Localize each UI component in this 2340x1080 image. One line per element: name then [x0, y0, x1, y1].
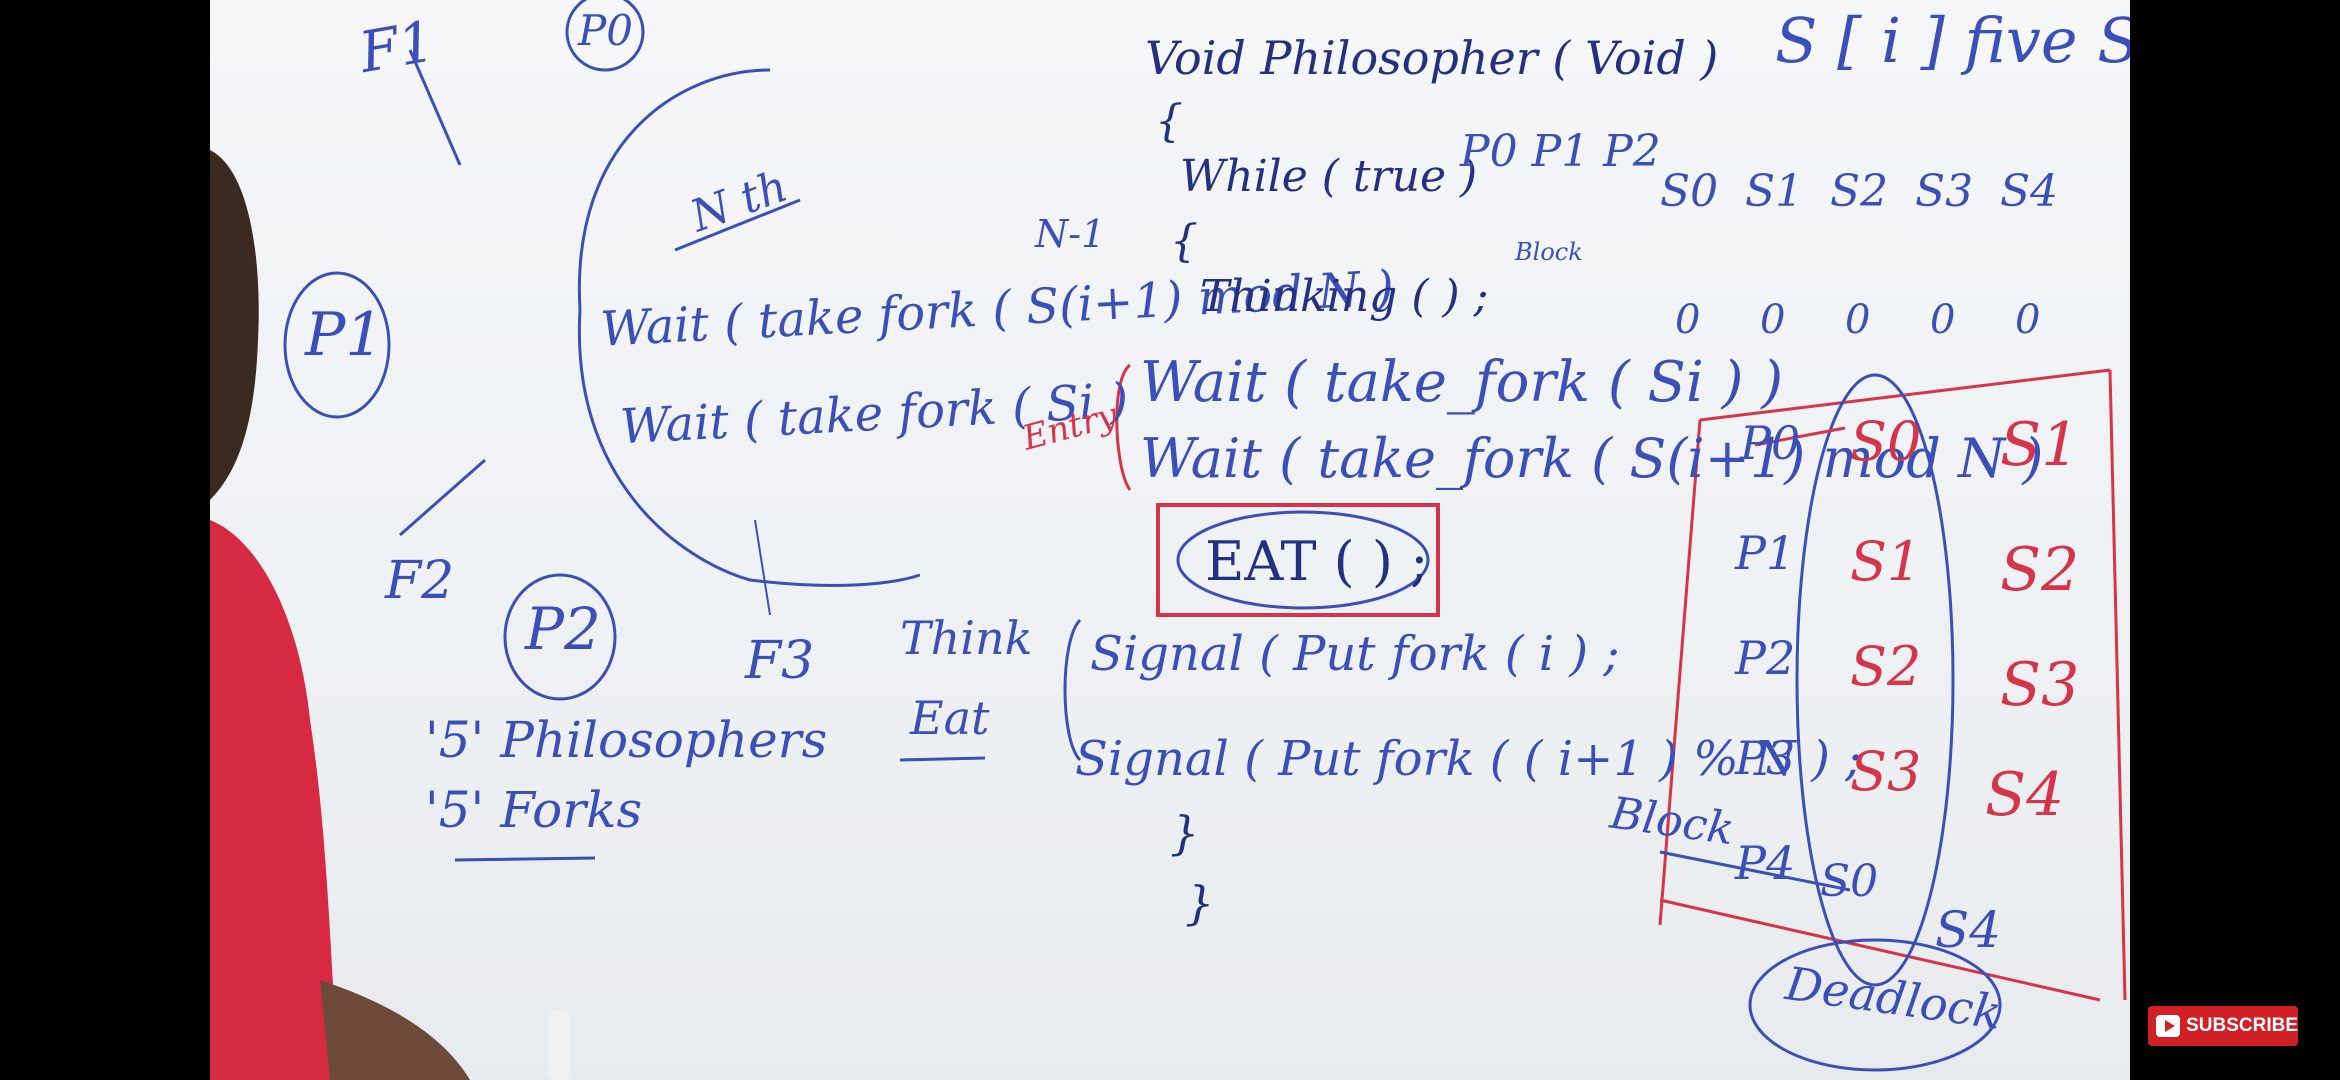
- presenter: [210, 150, 570, 1080]
- eat-box: [1156, 503, 1440, 617]
- table-p3: P3: [1735, 731, 1796, 785]
- code-thinking: Thinking ( ) ;: [1200, 271, 1489, 322]
- table-s-left-1: S1: [1850, 530, 1922, 593]
- code-signal-2: Signal ( Put fork ( ( i+1 ) % N ) ;: [1075, 731, 1862, 787]
- code-brace-close-2: }: [1185, 876, 1215, 930]
- table-s-left-4: S0: [1820, 856, 1879, 907]
- board-strokes: [283, 0, 2127, 1072]
- philosopher-p2: P2: [525, 595, 601, 663]
- whiteboard: F1 P0 P1 P2 F2 F3 N th N-1 Wait ( take f…: [210, 0, 2130, 1080]
- table-p1: P1: [1735, 526, 1796, 580]
- table-s-left-2: S2: [1850, 635, 1922, 698]
- semaphore-title: S [ i ] five Sema: [1775, 4, 2130, 77]
- forks-count: '5' Forks: [425, 781, 643, 839]
- eat-label: Eat: [910, 691, 990, 745]
- code-wait-2: Wait ( take_fork ( S(i+1) mod N ): [1140, 427, 2044, 490]
- f1-stroke: [408, 49, 462, 166]
- table-s-right-1: S2: [2000, 535, 2080, 605]
- youtube-play-icon: [2156, 1015, 2181, 1037]
- philosopher-p0: P0: [578, 6, 633, 55]
- semaphore-value-3: 0: [1930, 297, 1956, 343]
- semaphore-top-row: S0 S1 S2 S3 S4: [1660, 170, 2060, 230]
- block-small: Block: [1515, 238, 1583, 266]
- table-s-right-3: S4: [1985, 760, 2065, 830]
- table-p4: P4: [1735, 836, 1796, 890]
- code-brace-open-2: {: [1170, 216, 1198, 267]
- code-function-header: Void Philosopher ( Void ): [1145, 31, 1719, 85]
- code-signal-1: Signal ( Put fork ( i ) ;: [1090, 626, 1620, 682]
- code-wait-1: Wait ( take_fork ( Si ) ): [1140, 350, 1784, 415]
- table-p2: P2: [1735, 631, 1796, 685]
- table-p0: P0: [1740, 416, 1801, 470]
- code-brace-close-1: }: [1170, 806, 1200, 860]
- p2-circle: [503, 573, 617, 701]
- subscribe-label: SUBSCRIBE: [2186, 1015, 2298, 1036]
- n-minus-1-label: N-1: [1035, 212, 1106, 256]
- table-arc: [577, 68, 921, 587]
- think-label: Think: [900, 611, 1033, 665]
- philosophers-count: '5' Philosophers: [425, 711, 828, 769]
- semaphore-value-0: 0: [1675, 297, 1701, 343]
- semaphore-s1: S1: [1745, 166, 1804, 217]
- subscribe-button[interactable]: SUBSCRIBE: [2148, 1006, 2298, 1046]
- semaphore-value-2: 0: [1845, 297, 1871, 343]
- semaphore-s0: S0: [1660, 166, 1719, 217]
- allocation-table: P0 P1 P2 P3 P4 S0 S1 S2 S3 S0 S1 S2 S3 S…: [1710, 400, 2130, 960]
- semaphore-value-1: 0: [1760, 297, 1786, 343]
- semaphore-s2: S2: [1830, 166, 1889, 217]
- table-s-right-4: S4: [1935, 901, 2002, 959]
- table-s-left-0: S0: [1850, 410, 1922, 473]
- code-while: While ( true ): [1180, 151, 1478, 202]
- semaphore-s3: S3: [1915, 166, 1974, 217]
- f2-stroke: [399, 458, 486, 537]
- table-s-left-3: S3: [1850, 740, 1922, 803]
- p1-circle: [283, 271, 391, 419]
- semaphore-value-4: 0: [2015, 297, 2041, 343]
- table-s-right-2: S3: [2000, 650, 2080, 720]
- fork-label-f2: F2: [385, 551, 455, 611]
- p0-circle: [565, 0, 645, 72]
- code-brace-open: {: [1155, 96, 1183, 147]
- semaphore-value-row: 0 0 0 0 0: [1665, 300, 2065, 360]
- code-eat: EAT ( ) ;: [1205, 530, 1429, 593]
- table-s-right-0: S1: [2000, 410, 2080, 480]
- p-labels-top: P0 P1 P2: [1460, 126, 1661, 177]
- philosopher-p1: P1: [305, 300, 384, 370]
- f3-stroke: [754, 519, 771, 616]
- semaphore-s4: S4: [2000, 166, 2059, 217]
- fork-label-f3: F3: [745, 631, 815, 691]
